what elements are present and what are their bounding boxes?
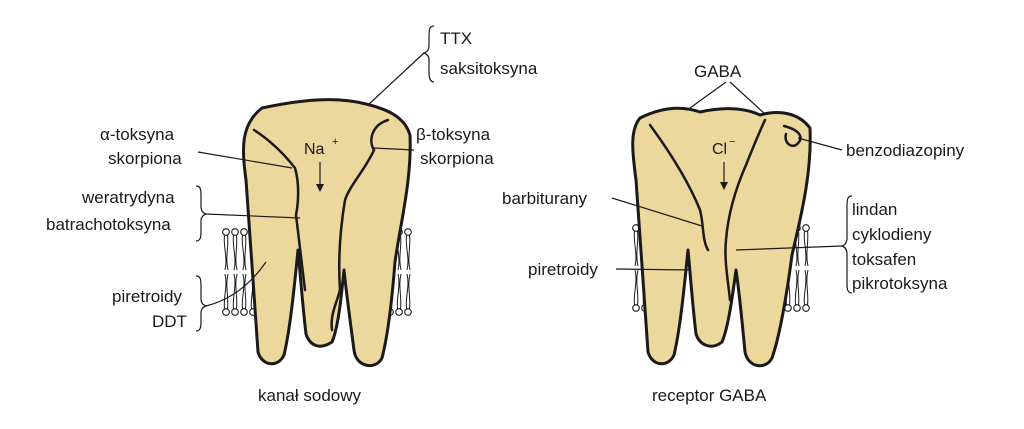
sodium-labels: TTX saksitoksyna α-toksyna skorpiona β-t… [46, 25, 538, 405]
label-pyrethroids-gaba: piretroidy [528, 260, 598, 279]
lipid [241, 234, 247, 271]
lipid [223, 234, 229, 271]
gaba-receptor-shape [631, 106, 812, 368]
label-beta-toxin-scorpion: skorpiona [420, 149, 494, 168]
brace-ttx [422, 25, 435, 83]
label-picrotoxin: pikrotoksyna [852, 274, 948, 293]
lipid [794, 269, 800, 306]
lipid [802, 224, 810, 232]
lipid [404, 228, 412, 236]
label-benzodiazepines: benzodiazopiny [846, 141, 965, 160]
gaba-labels: GABA benzodiazopiny barbiturany piretroi… [502, 62, 965, 405]
label-alpha-toxin-scorpion: skorpiona [108, 149, 182, 168]
ion-cl-arrow-head [720, 182, 728, 190]
lipid [633, 230, 639, 267]
leader-gaba-right [729, 81, 766, 115]
lipid [802, 304, 810, 312]
lipid [232, 234, 238, 271]
brace-veratridine [195, 185, 208, 242]
lipid [223, 273, 229, 310]
label-cyclodienes: cyklodieny [852, 225, 932, 244]
ion-na: Na + [304, 136, 338, 192]
lipid [396, 273, 402, 310]
label-ddt: DDT [152, 312, 187, 331]
label-alpha-toxin: α-toksyna [100, 125, 175, 144]
leader-pyrethroids-na [205, 261, 267, 307]
lipid [405, 273, 411, 310]
ion-na-arrow-head [316, 184, 324, 192]
leader-beta-toxin [373, 147, 415, 151]
label-batrachotoxin: batrachotoksyna [46, 215, 171, 234]
label-saxitoxin: saksitoksyna [440, 59, 538, 78]
lipid [241, 273, 247, 310]
lipid [222, 228, 230, 236]
lipid [222, 308, 230, 316]
lipid [240, 228, 248, 236]
label-veratridine: weratrydyna [81, 188, 175, 207]
caption-sodium-channel: kanał sodowy [258, 386, 362, 405]
label-toxaphene: toksafen [852, 250, 916, 269]
label-beta-toxin: β-toksyna [416, 125, 491, 144]
ion-na-label: Na [304, 141, 325, 158]
label-gaba: GABA [694, 62, 742, 81]
leader-barbiturates [611, 197, 703, 227]
lipid [395, 308, 403, 316]
leader-gaba-left [689, 81, 727, 109]
lipid [231, 308, 239, 316]
brace-pyrethroids-na [195, 275, 208, 332]
leader-ttx [367, 52, 425, 106]
lipid [803, 230, 809, 267]
lipid [633, 269, 639, 306]
leader-pyrethroids-gaba [615, 268, 691, 271]
label-ttx: TTX [440, 29, 472, 48]
lipid [404, 308, 412, 316]
leader-gaba-channel-blockers [735, 245, 843, 251]
lipid [793, 304, 801, 312]
lipid [231, 228, 239, 236]
ion-cl: Cl − [712, 136, 735, 190]
label-lindane: lindan [852, 200, 897, 219]
lipid [405, 234, 411, 271]
ion-na-charge: + [332, 136, 338, 148]
lipid [803, 269, 809, 306]
label-pyrethroids-na: piretroidy [112, 287, 182, 306]
leader-veratridine [205, 213, 301, 219]
ion-cl-charge: − [729, 136, 735, 148]
leader-benzodiazepines [797, 137, 843, 151]
leader-alpha-toxin [197, 151, 293, 169]
ion-cl-label: Cl [712, 141, 727, 158]
caption-gaba-receptor: receptor GABA [652, 386, 767, 405]
label-barbiturates: barbiturany [502, 189, 588, 208]
brace-gaba-channel-blockers [840, 195, 853, 294]
sodium-channel-shape [242, 98, 412, 367]
lipid [632, 304, 640, 312]
lipid [240, 308, 248, 316]
